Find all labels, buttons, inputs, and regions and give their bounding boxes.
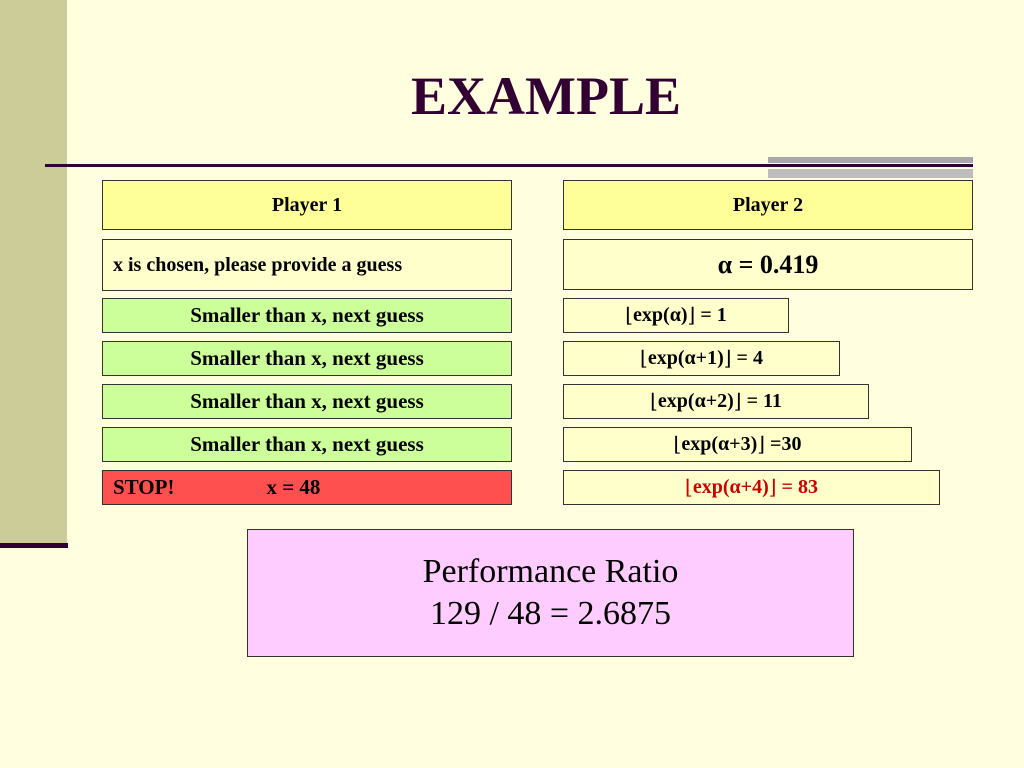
player1-header: Player 1 (102, 180, 512, 230)
guess-expr: exp(α) (633, 304, 688, 326)
sidebar-accent-line (0, 543, 68, 548)
floor-close: ⌋ (733, 391, 742, 413)
guess-result: = 83 (776, 476, 818, 498)
floor-close: ⌋ (723, 348, 732, 370)
floor-open: ⌊ (673, 434, 682, 456)
guess-result: = 1 (695, 304, 727, 326)
performance-ratio-box: Performance Ratio 129 / 48 = 2.6875 (247, 529, 854, 657)
player1-prompt: x is chosen, please provide a guess (102, 239, 512, 291)
floor-open: ⌊ (685, 477, 693, 499)
guess-result: =30 (765, 433, 802, 455)
guess-expr: exp(α+3) (681, 433, 758, 455)
left-sidebar-bar (0, 0, 67, 546)
guess-row-4: ⌊exp(α+3)⌋ =30 (563, 427, 912, 462)
title-rule (45, 164, 973, 167)
title-rule-shadow-bottom (768, 169, 973, 178)
floor-close: ⌋ (687, 305, 696, 327)
stop-row: STOP! x = 48 (102, 470, 512, 505)
guess-expr: exp(α+1) (647, 347, 724, 369)
stop-value: x = 48 (266, 475, 321, 499)
floor-open: ⌊ (640, 348, 648, 370)
feedback-row-1: Smaller than x, next guess (102, 298, 512, 333)
guess-row-1: ⌊exp(α)⌋ = 1 (563, 298, 789, 333)
stop-label: STOP! (113, 475, 175, 499)
floor-open: ⌊ (625, 305, 634, 327)
guess-row-5: ⌊exp(α+4)⌋ = 83 (563, 470, 940, 505)
title-rule-shadow-top (768, 157, 973, 163)
feedback-row-3: Smaller than x, next guess (102, 384, 512, 419)
floor-open: ⌊ (650, 391, 658, 413)
guess-expr: exp(α+2) (657, 390, 734, 412)
slide-title: EXAMPLE (411, 66, 681, 126)
guess-row-3: ⌊exp(α+2)⌋ = 11 (563, 384, 869, 419)
feedback-row-4: Smaller than x, next guess (102, 427, 512, 462)
guess-row-2: ⌊exp(α+1)⌋ = 4 (563, 341, 840, 376)
feedback-row-2: Smaller than x, next guess (102, 341, 512, 376)
performance-value: 129 / 48 = 2.6875 (429, 595, 672, 632)
floor-close: ⌋ (757, 434, 766, 456)
alpha-value: α = 0.419 (563, 239, 973, 290)
performance-title: Performance Ratio (422, 553, 679, 590)
player2-header: Player 2 (563, 180, 973, 230)
guess-expr: exp(α+4) (692, 476, 769, 498)
guess-result: = 4 (731, 347, 763, 369)
guess-result: = 11 (741, 390, 782, 412)
floor-close: ⌋ (768, 477, 777, 499)
